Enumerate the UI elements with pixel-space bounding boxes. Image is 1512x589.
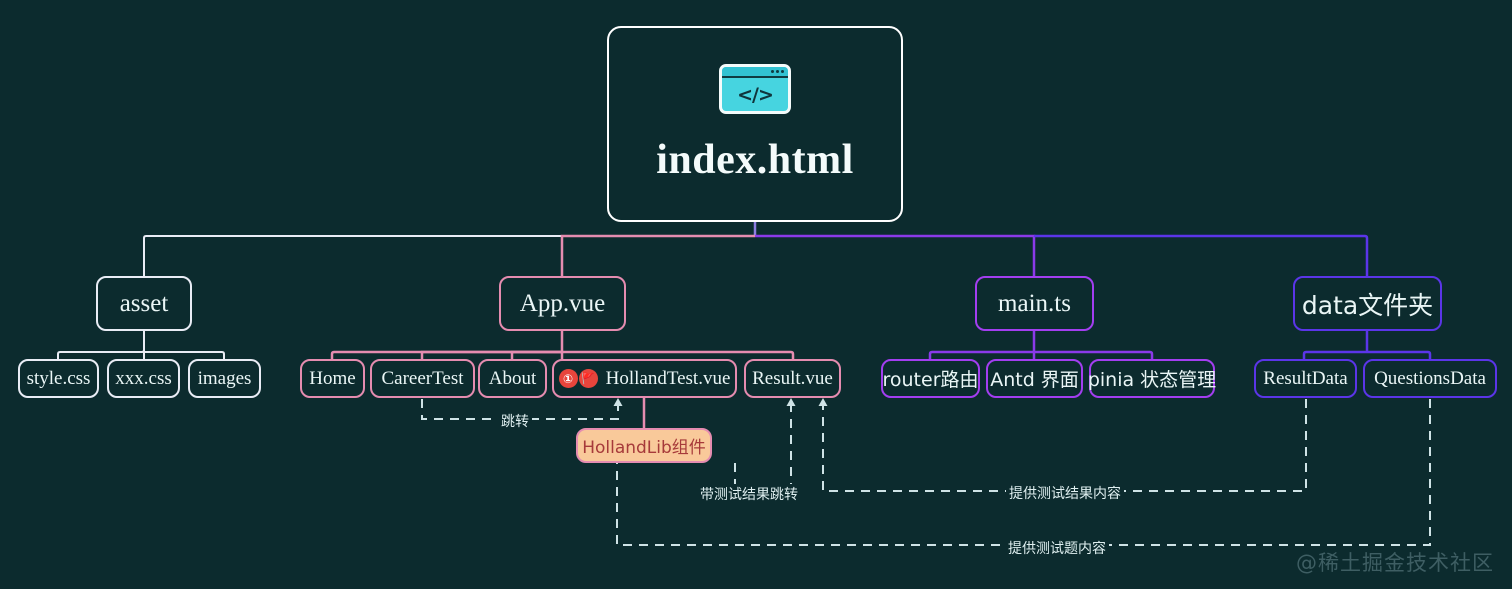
watermark: @稀土掘金技术社区 [1296,551,1494,575]
node-antd[interactable]: Antd 界面 [986,359,1083,398]
node-about-label: About [488,367,537,389]
node-images-label: images [197,367,252,389]
node-style-css-label: style.css [26,367,91,389]
edge-label-provide-question-content: 提供测试题内容 [1005,538,1109,558]
node-holland-test-vue-label: HollandTest.vue [605,367,731,389]
node-asset-label: asset [119,289,169,317]
node-app-vue[interactable]: App.vue [499,276,626,331]
node-result-data-label: ResultData [1263,367,1348,389]
node-result-vue[interactable]: Result.vue [744,359,841,398]
node-xxx-css-label: xxx.css [115,367,172,389]
badge-flag-icon: 🚩 [578,369,598,388]
node-career-test[interactable]: CareerTest [370,359,475,398]
node-app-vue-label: App.vue [519,289,606,317]
node-style-css[interactable]: style.css [18,359,99,398]
node-data-folder-label: data文件夹 [1301,290,1434,320]
node-holland-lib[interactable]: HollandLib组件 [576,428,712,463]
node-home-label: Home [309,367,356,389]
node-router-label: router路由 [882,369,979,391]
badge-one-icon: ① [558,369,578,388]
node-asset[interactable]: asset [96,276,192,331]
node-result-vue-label: Result.vue [752,367,833,389]
node-images[interactable]: images [188,359,261,398]
node-home[interactable]: Home [300,359,365,398]
holland-test-badges: ① 🚩 [558,369,598,388]
node-index-html[interactable]: </> index.html [607,26,903,222]
edge-label-jump: 跳转 [498,411,532,431]
node-data-folder[interactable]: data文件夹 [1293,276,1442,331]
node-result-data[interactable]: ResultData [1254,359,1357,398]
node-career-test-label: CareerTest [381,367,464,389]
node-main-ts[interactable]: main.ts [975,276,1094,331]
node-questions-data[interactable]: QuestionsData [1363,359,1497,398]
code-icon-glyph: </> [737,83,774,106]
node-pinia[interactable]: pinia 状态管理 [1087,359,1217,398]
root-label: index.html [656,137,854,183]
node-main-ts-label: main.ts [998,289,1071,317]
node-pinia-label: pinia 状态管理 [1087,369,1217,391]
node-about[interactable]: About [478,359,547,398]
node-questions-data-label: QuestionsData [1374,367,1486,389]
node-router[interactable]: router路由 [881,359,980,398]
code-window-icon: </> [719,64,791,114]
node-antd-label: Antd 界面 [990,369,1079,391]
node-holland-test-vue[interactable]: ① 🚩 HollandTest.vue [552,359,737,398]
node-holland-lib-label: HollandLib组件 [582,438,706,458]
node-xxx-css[interactable]: xxx.css [107,359,180,398]
edge-label-jump-with-result: 带测试结果跳转 [697,484,801,504]
edge-label-provide-result-content: 提供测试结果内容 [1006,483,1124,503]
